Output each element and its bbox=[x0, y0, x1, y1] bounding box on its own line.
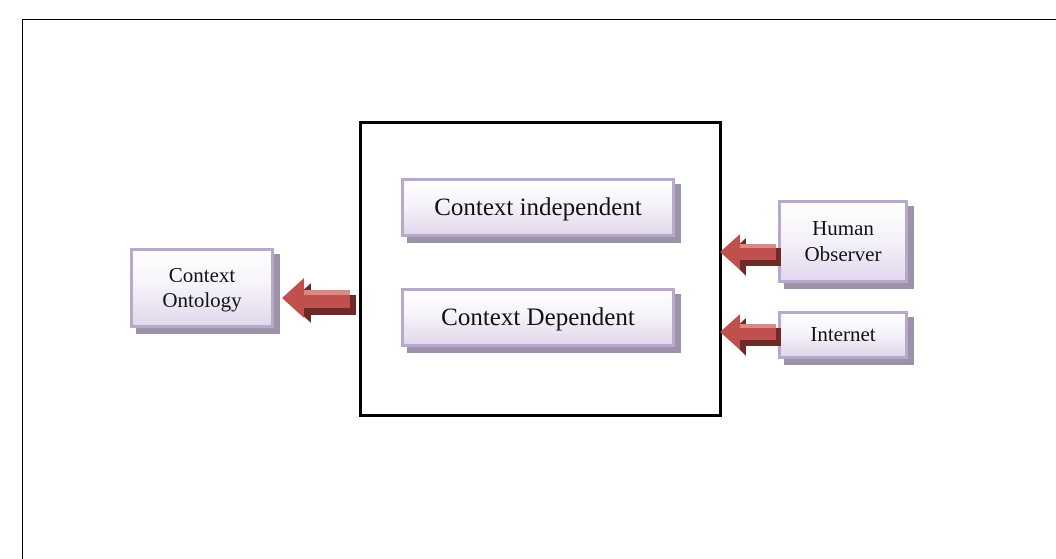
context-independent-node: Context independent bbox=[401, 178, 675, 237]
arrow-from-internet bbox=[720, 314, 781, 356]
human-observer-node: Human Observer bbox=[778, 200, 908, 283]
context-dependent-node: Context Dependent bbox=[401, 288, 675, 347]
context-dependent-label: Context Dependent bbox=[441, 303, 635, 331]
context-container-box bbox=[359, 121, 722, 417]
human-observer-label: Human Observer bbox=[804, 216, 882, 266]
context-ontology-label: Context Ontology bbox=[162, 262, 242, 312]
arrow-from-human-observer bbox=[720, 234, 781, 276]
context-ontology-node: Context Ontology bbox=[130, 248, 274, 328]
arrow-to-context-ontology bbox=[282, 278, 356, 323]
diagram-frame bbox=[22, 19, 1056, 559]
internet-node: Internet bbox=[778, 311, 908, 359]
internet-label: Internet bbox=[810, 322, 876, 347]
context-independent-label: Context independent bbox=[434, 193, 642, 221]
